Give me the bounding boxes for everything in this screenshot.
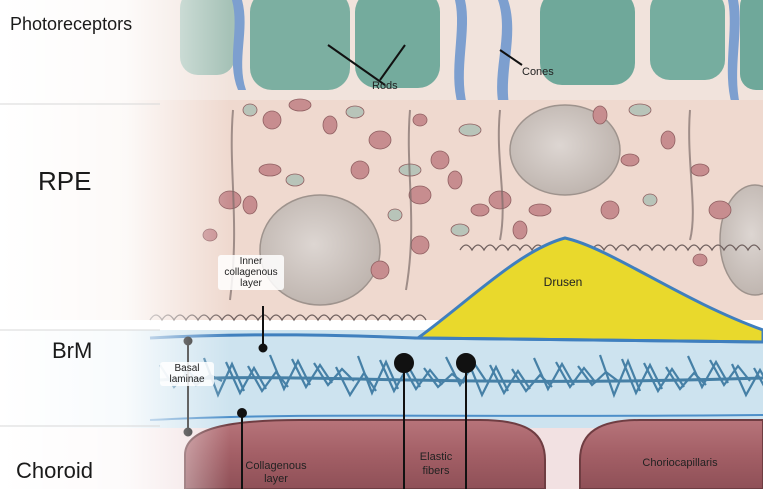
melanosome	[259, 164, 281, 176]
inner-collagenous-line3: layer	[221, 278, 281, 289]
melanosome	[661, 131, 675, 149]
left-fade-overlay	[0, 0, 230, 489]
layer-label-rpe: RPE	[38, 166, 91, 197]
pointer-dot	[457, 354, 475, 372]
melanosome	[693, 254, 707, 266]
melanosome	[643, 194, 657, 206]
rod-segment	[355, 0, 440, 88]
layer-label-brm: BrM	[52, 338, 92, 364]
melanosome	[489, 191, 511, 209]
melanosome	[409, 186, 431, 204]
melanosome	[451, 224, 469, 236]
inner-collagenous-line2: collagenous	[221, 267, 281, 278]
melanosome	[243, 104, 257, 116]
drusen-label: Drusen	[544, 275, 583, 289]
melanosome	[263, 111, 281, 129]
choriocapillaris-label: Choriocapillaris	[642, 457, 718, 469]
melanosome	[448, 171, 462, 189]
rod-segment	[740, 0, 763, 90]
melanosome	[601, 201, 619, 219]
inner-collagenous-line1: Inner	[221, 256, 281, 267]
cones-label: Cones	[522, 66, 554, 78]
collagenous-layer-label-line1: Collagenous	[245, 460, 307, 472]
melanosome	[513, 221, 527, 239]
melanosome	[471, 204, 489, 216]
melanosome	[629, 104, 651, 116]
choroid-vessel-right	[580, 420, 763, 489]
rod-segment	[250, 0, 350, 90]
collagenous-layer-label-line2: layer	[264, 473, 288, 485]
pointer-dot	[395, 354, 413, 372]
melanosome	[413, 114, 427, 126]
melanosome	[529, 204, 551, 216]
melanosome	[459, 124, 481, 136]
melanosome	[593, 106, 607, 124]
melanosome	[369, 131, 391, 149]
melanosome	[431, 151, 449, 169]
melanosome	[709, 201, 731, 219]
melanosome	[323, 116, 337, 134]
basal-laminae-line2: laminae	[163, 374, 211, 385]
layer-label-choroid: Choroid	[16, 458, 93, 484]
melanosome	[411, 236, 429, 254]
elastic-fibers-label-line1: Elastic	[420, 451, 453, 463]
basal-laminae-label: Basal laminae	[160, 362, 214, 386]
layer-label-photoreceptors: Photoreceptors	[10, 14, 132, 35]
melanosome	[691, 164, 709, 176]
melanosome	[243, 196, 257, 214]
melanosome	[289, 99, 311, 111]
choroid-vessel-left	[185, 420, 545, 489]
melanosome	[388, 209, 402, 221]
melanosome	[351, 161, 369, 179]
pointer-dot	[260, 345, 267, 352]
melanosome	[371, 261, 389, 279]
melanosome	[621, 154, 639, 166]
inner-collagenous-label: Inner collagenous layer	[218, 255, 284, 290]
elastic-fibers-label-line2: fibers	[423, 465, 450, 477]
melanosome	[346, 106, 364, 118]
rod-segment	[540, 0, 635, 85]
melanosome	[286, 174, 304, 186]
basal-laminae-line1: Basal	[163, 363, 211, 374]
rod-segment	[650, 0, 725, 80]
pointer-dot	[238, 409, 246, 417]
rods-label: Rods	[372, 80, 398, 92]
